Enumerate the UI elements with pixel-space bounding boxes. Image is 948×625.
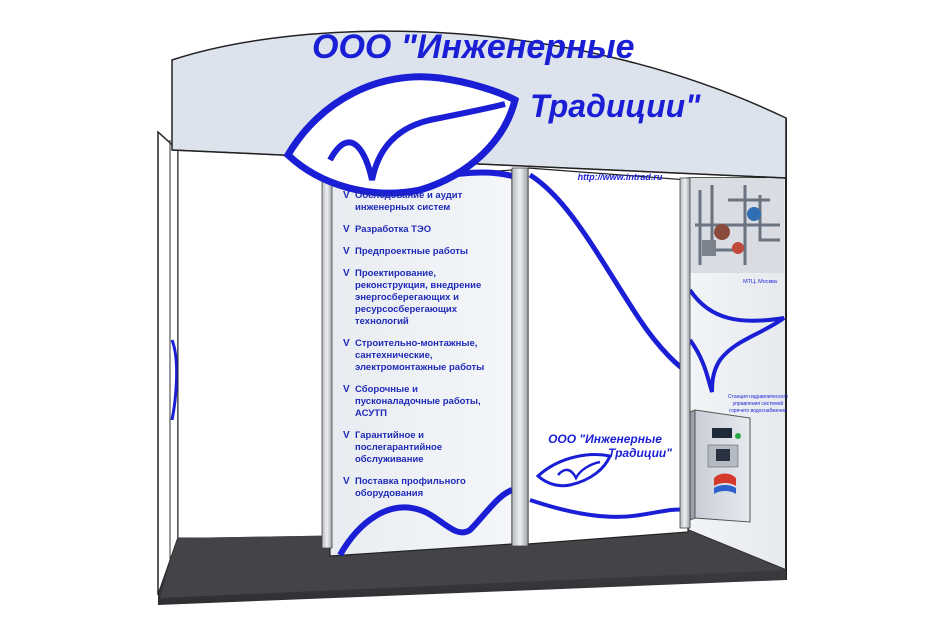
cabinet-indicator-green	[735, 433, 741, 439]
service-item-text: реконструкция, внедрение	[355, 280, 482, 291]
photo-caption: МТЦ, Москва	[743, 279, 778, 285]
header-banner-lower-edge	[171, 149, 787, 179]
service-item: V Строительно-монтажные,сантехнические,эл…	[343, 338, 513, 374]
equipment-caption-line-3: горячего водоснабжения	[729, 408, 787, 414]
check-bullet-icon: V	[343, 268, 350, 279]
service-item-text: Предпроектные работы	[355, 246, 469, 257]
cabinet-logo-blue	[714, 485, 736, 494]
services-panel-bottom-wave	[337, 487, 514, 557]
cabinet-logo-red	[714, 473, 736, 486]
service-item-text: Сборочные и	[355, 384, 418, 395]
service-item-text: обслуживание	[355, 454, 424, 465]
equipment-caption-line-1: Станция гидравлического	[728, 394, 788, 400]
service-item-text: пусконаладочные работы,	[355, 396, 481, 407]
center-panel-lower-wave	[529, 498, 689, 519]
service-item-text: АСУТП	[355, 408, 387, 419]
pole-left	[321, 181, 333, 549]
center-company-line-2: Традиции"	[608, 446, 672, 460]
center-panel-wave	[528, 172, 690, 375]
center-logo-inner	[557, 460, 601, 481]
service-item-text: технологий	[355, 316, 409, 327]
equipment-caption-line-2: управления системой	[733, 400, 784, 407]
pole-right	[679, 177, 691, 529]
brand-logo-inner-stroke	[327, 101, 506, 181]
service-item-text: Строительно-монтажные,	[355, 338, 478, 349]
service-item-text: Проектирование,	[355, 268, 437, 279]
check-bullet-icon: V	[343, 476, 350, 487]
check-bullet-icon: V	[343, 246, 350, 257]
service-item-text: инженерных систем	[355, 202, 451, 213]
service-item: V Проектирование,реконструкция, внедрение…	[343, 268, 513, 328]
right-wall-wave	[688, 288, 786, 393]
center-logo-icon	[535, 453, 613, 488]
banner-title-line-1: ООО "Инженерные	[312, 28, 635, 66]
service-item-text: электромонтажные работы	[355, 362, 485, 373]
cabinet-screen	[716, 449, 730, 461]
pole-center	[511, 167, 529, 547]
service-item-text: Гарантийное и	[355, 430, 425, 441]
service-item-text: оборудования	[355, 488, 424, 499]
service-item-text: Поставка профильного	[355, 476, 466, 487]
left-wall-blue-stripe	[170, 339, 179, 421]
service-item-text: Разработка ТЭО	[355, 224, 432, 235]
service-item: V Разработка ТЭО	[343, 224, 513, 236]
check-bullet-icon: V	[343, 384, 350, 395]
check-bullet-icon: V	[343, 224, 350, 235]
website-url: http://www.intrad.ru	[578, 172, 663, 182]
cabinet-display	[712, 428, 732, 438]
center-company-line-1: ООО "Инженерные	[548, 432, 662, 446]
carpet-main	[160, 530, 786, 598]
check-bullet-icon: V	[343, 190, 350, 201]
service-item-text: ресурсосберегающих	[355, 304, 458, 315]
service-item: V Предпроектные работы	[343, 246, 513, 258]
check-bullet-icon: V	[343, 338, 350, 349]
banner-title-line-2: Традиции"	[530, 88, 701, 124]
service-item-text: сантехнические,	[355, 350, 433, 361]
service-item-text: послегарантийное	[355, 442, 443, 453]
equipment-photo-pipes	[695, 185, 780, 265]
equipment-photo-valves	[702, 207, 761, 256]
check-bullet-icon: V	[343, 430, 350, 441]
service-item-text: энергосберегающих и	[355, 292, 459, 303]
control-cabinet-side	[689, 409, 696, 521]
back-wall-left-opening	[177, 149, 329, 539]
service-item-text: Обследование и аудит	[355, 190, 463, 201]
center-graphic-panel	[527, 167, 689, 545]
